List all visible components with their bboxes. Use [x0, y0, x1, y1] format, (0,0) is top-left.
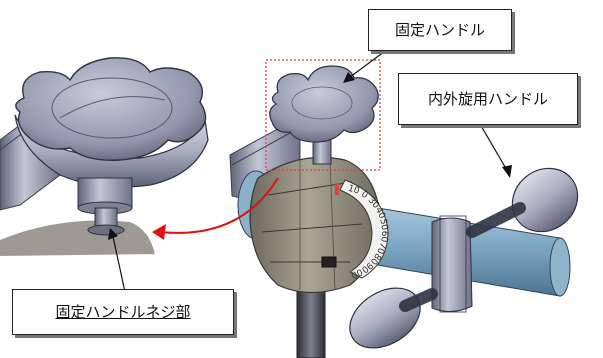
leader-lines	[111, 48, 509, 293]
angle-dial	[339, 179, 389, 279]
rotation-handle-upper-lobe	[511, 167, 579, 233]
callout-fixed-handle: 固定ハンドル	[368, 9, 512, 51]
zoom-region-box	[265, 59, 381, 171]
label-rotation-handle: 内外旋用ハンドル	[427, 89, 548, 108]
dial-tick-label: 70	[374, 241, 388, 256]
fixed-handle-knob	[269, 65, 379, 143]
closeup-base	[0, 220, 155, 256]
callout-rotation-handle: 内外旋用ハンドル	[398, 73, 578, 125]
dial-tick-label: 60	[378, 230, 389, 243]
callout-fixed-handle-screw: 固定ハンドルネジ部	[12, 289, 234, 335]
fixed-handle-shaft	[312, 139, 332, 165]
zoom-arrow-head	[152, 224, 166, 240]
position-marker	[335, 183, 339, 195]
dial-tick-label: 40	[373, 206, 387, 221]
zoom-arrow	[159, 177, 279, 234]
label-fixed-handle: 固定ハンドル	[394, 20, 485, 39]
rotation-handle-lower-lobe	[349, 287, 421, 349]
label-fixed-handle-screw: 固定ハンドルネジ部	[55, 302, 191, 321]
hub-lock	[321, 256, 337, 268]
dial-tick-label: 0	[359, 190, 370, 202]
dial-tick-label: 00	[349, 266, 364, 280]
dial-tick-label: 50	[377, 218, 389, 231]
fixed-handle-knob-closeup	[15, 57, 207, 161]
leader-arrowheads	[108, 72, 512, 240]
closeup-view	[0, 57, 209, 256]
dial-tick-label: 10	[347, 184, 361, 197]
